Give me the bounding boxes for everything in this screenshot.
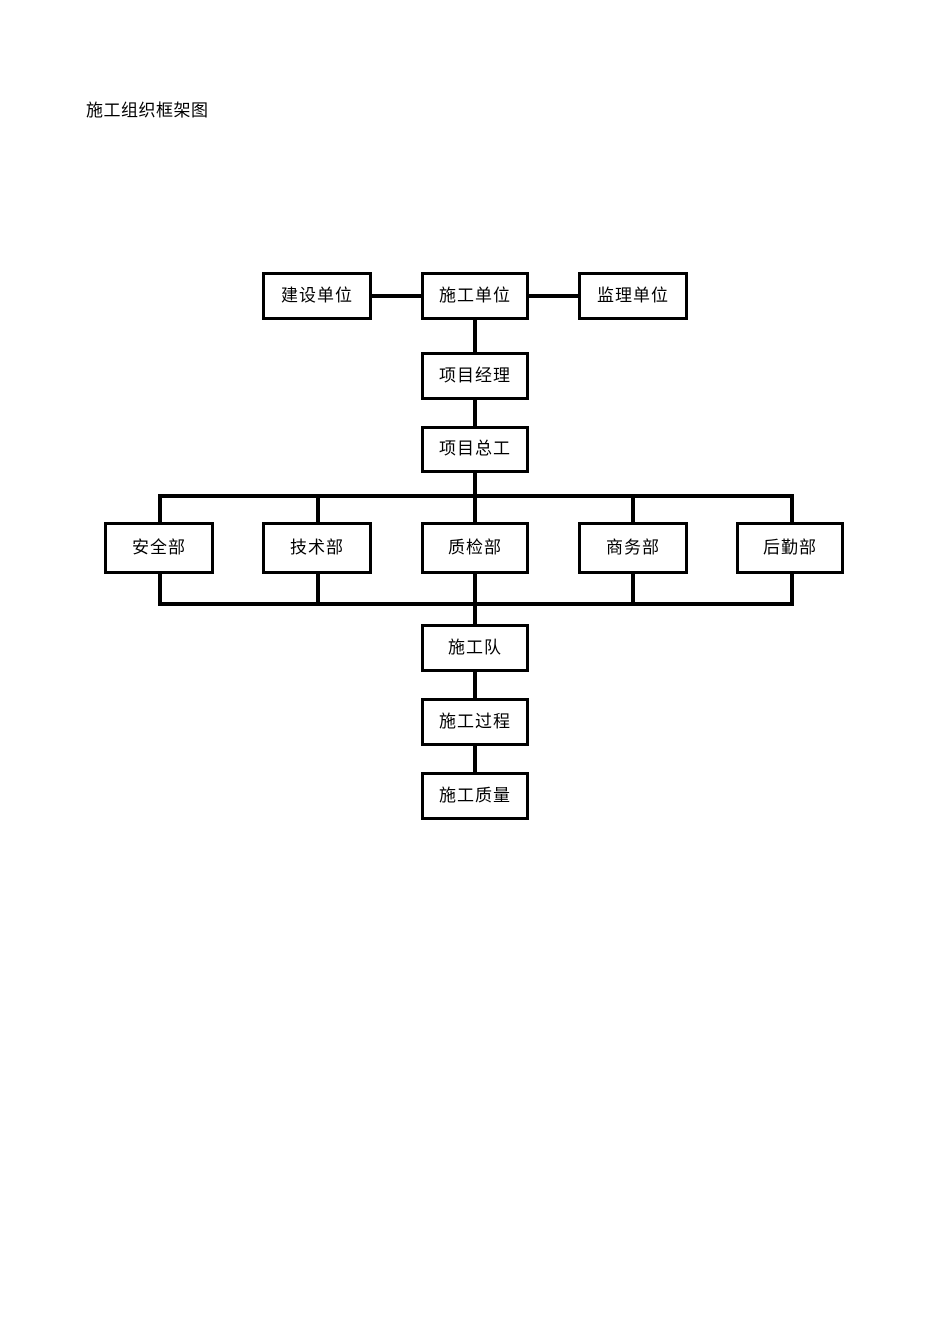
node-construction-owner[interactable]: 建设单位	[262, 272, 372, 320]
drop-to-commercial-dept	[631, 494, 635, 524]
node-logistics-dept[interactable]: 后勤部	[736, 522, 844, 574]
node-safety-dept[interactable]: 安全部	[104, 522, 214, 574]
page-title: 施工组织框架图	[86, 101, 209, 121]
connector-owner-to-contractor	[372, 294, 421, 298]
node-commercial-dept[interactable]: 商务部	[578, 522, 688, 574]
connector-quality-to-team	[473, 573, 477, 626]
connector-manager-to-chief	[473, 398, 477, 428]
org-chart-diagram: 建设单位 施工单位 监理单位 项目经理 项目总工 安全部 技术部 质检部 商务部…	[104, 272, 844, 820]
node-construction-process[interactable]: 施工过程	[421, 698, 529, 746]
riser-logistics-dept	[790, 573, 794, 606]
drop-to-logistics-dept	[790, 494, 794, 524]
node-construction-quality[interactable]: 施工质量	[421, 772, 529, 820]
dept-bus-top	[158, 494, 794, 498]
connector-contractor-to-manager	[473, 318, 477, 354]
connector-process-to-quality	[473, 744, 477, 774]
node-project-chief-engineer[interactable]: 项目总工	[421, 426, 529, 473]
node-construction-team[interactable]: 施工队	[421, 624, 529, 672]
node-project-manager[interactable]: 项目经理	[421, 352, 529, 400]
node-quality-dept[interactable]: 质检部	[421, 522, 529, 574]
connector-team-to-process	[473, 670, 477, 700]
drop-to-safety-dept	[158, 494, 162, 524]
riser-technical-dept	[316, 573, 320, 606]
node-technical-dept[interactable]: 技术部	[262, 522, 372, 574]
node-contractor[interactable]: 施工单位	[421, 272, 529, 320]
drop-to-technical-dept	[316, 494, 320, 524]
node-supervisor[interactable]: 监理单位	[578, 272, 688, 320]
connector-contractor-to-supervisor	[529, 294, 578, 298]
riser-safety-dept	[158, 573, 162, 606]
riser-commercial-dept	[631, 573, 635, 606]
